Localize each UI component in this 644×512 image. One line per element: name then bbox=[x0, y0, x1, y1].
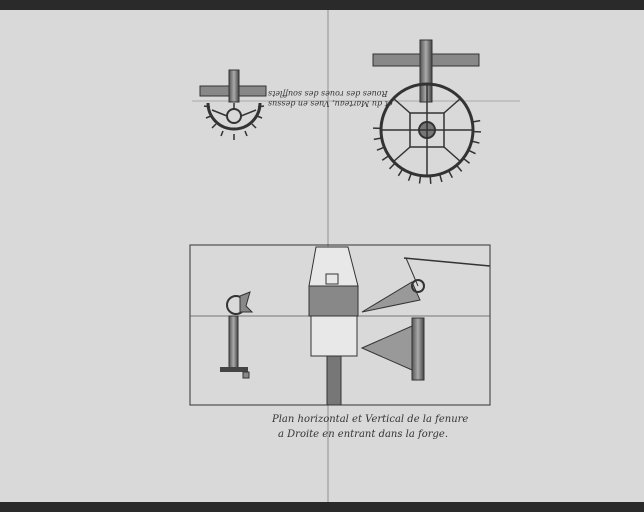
gear-tooth bbox=[381, 155, 390, 161]
gear-tooth bbox=[418, 175, 422, 184]
gear-tooth bbox=[388, 162, 396, 170]
gear-tooth bbox=[472, 119, 481, 123]
gear-tooth bbox=[373, 137, 382, 141]
caption-line-1: Plan horizontal et Vertical de la fenure bbox=[272, 414, 469, 425]
large-wheel bbox=[372, 39, 481, 184]
upper-label-line-1: Roues des roues des soufflets bbox=[268, 89, 388, 98]
upper-label-line-2: et du Marteau, Vues en dessus bbox=[268, 99, 393, 108]
gear-tooth bbox=[447, 170, 454, 179]
upper-wheels-label: et du Marteau, Vues en dessus Roues des … bbox=[268, 88, 393, 108]
technical-drawing bbox=[189, 10, 520, 502]
gear-tooth bbox=[438, 174, 443, 183]
gear-tooth bbox=[376, 146, 385, 151]
gear-tooth bbox=[462, 157, 471, 164]
caption-line-2: a Droite en entrant dans la forge. bbox=[278, 429, 449, 440]
small-wheel bbox=[199, 69, 267, 140]
gear-tooth bbox=[468, 149, 476, 155]
hammer-mechanism bbox=[220, 291, 254, 379]
bellows bbox=[360, 257, 491, 381]
chimney-hearth bbox=[308, 246, 359, 406]
gear-tooth bbox=[429, 175, 432, 184]
gear-tooth bbox=[397, 168, 404, 177]
gear-tooth bbox=[455, 164, 463, 172]
drawing-sheet: et du Marteau, Vues en dessus Roues des … bbox=[0, 10, 644, 502]
gear-tooth bbox=[407, 172, 412, 181]
gear-tooth bbox=[471, 140, 480, 144]
